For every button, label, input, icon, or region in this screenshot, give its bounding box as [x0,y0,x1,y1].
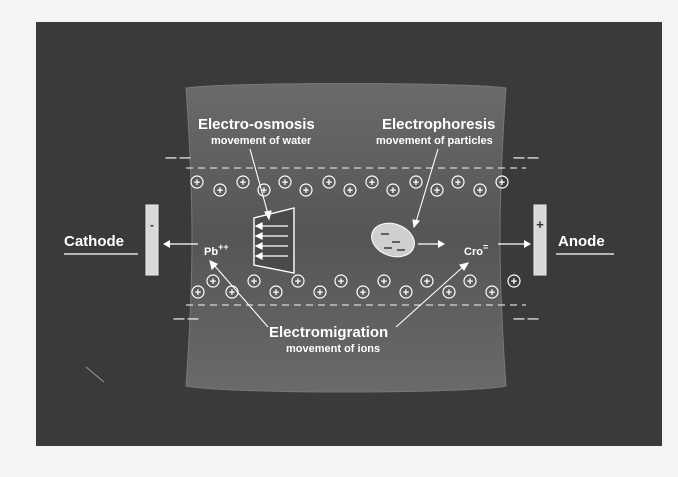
positive-ion [473,183,487,197]
cathode-electrode [145,204,159,276]
positive-ion-sign: + [195,287,201,299]
positive-ion-sign: + [194,177,200,189]
positive-ion-sign: + [282,177,288,189]
positive-ion-sign: + [303,185,309,197]
svg-text:— —: — — [173,313,198,325]
positive-ion [377,274,391,288]
positive-ion [278,175,292,189]
positive-ion [291,274,305,288]
positive-ion [247,274,261,288]
positive-ion-sign: + [499,177,505,189]
positive-ion-sign: + [434,185,440,197]
positive-ion [313,285,327,299]
anode-label: Anode [558,233,605,250]
anode-electrode [533,204,547,276]
positive-ion-sign: + [240,177,246,189]
particle-arrow [418,240,445,248]
positive-ion [409,175,423,189]
positive-ion [191,285,205,299]
positive-ion-sign: + [229,287,235,299]
positive-ion-sign: + [217,185,223,197]
positive-ion-sign: + [317,287,323,299]
positive-ion [386,183,400,197]
electromigration-title: Electromigration [269,324,388,341]
svg-text:— —: — — [165,152,190,164]
cathode-electrode-sign: - [150,218,154,232]
scratch-mark [85,366,105,383]
positive-ion [365,175,379,189]
positive-ion [463,274,477,288]
positive-ion [269,285,283,299]
positive-ion-sign: + [326,177,332,189]
electrokinetics-diagram: — — — — — — — — +++++++++++++++ ++++++++… [64,83,614,393]
positive-ion-sign: + [413,177,419,189]
pb-ion-label: Pb++ [204,242,229,258]
positive-ion-sign: + [477,185,483,197]
positive-ion-sign: + [511,276,517,288]
positive-ion [507,274,521,288]
positive-ion-sign: + [489,287,495,299]
positive-ion [356,285,370,299]
positive-ion-sign: + [251,276,257,288]
cro-ion-label: Cro= [464,242,488,258]
upper-right-wall-charges: — — [513,152,538,164]
positive-ion-sign: + [273,287,279,299]
particle-negative-charges [381,233,405,251]
positive-ion-sign: + [338,276,344,288]
positive-ion-sign: + [403,287,409,299]
electrophoresis-subtitle: movement of particles [376,135,493,147]
positive-ion [343,183,357,197]
positive-ion-sign: + [446,287,452,299]
positive-ion-sign: + [467,276,473,288]
positive-ion-sign: + [347,185,353,197]
positive-ion-sign: + [381,276,387,288]
positive-ion-sign: + [455,177,461,189]
positive-ion-sign: + [390,185,396,197]
water-flow-arrows [254,222,288,260]
positive-ion-sign: + [360,287,366,299]
anode-electrode-sign: + [536,217,544,232]
cathode-label: Cathode [64,233,124,250]
pore-channel [185,83,507,393]
diagram-photo: — — — — — — — — +++++++++++++++ ++++++++… [36,22,662,446]
pb-ion-arrow [163,240,198,248]
positive-ion [485,285,499,299]
positive-ions-top-row: + + + + + + + + + + + + + + + [190,175,509,197]
positive-ion [399,285,413,299]
lower-right-wall-charges: — — [513,313,538,325]
positive-ion [442,285,456,299]
positive-ion [257,183,271,197]
pointer-lines [209,148,470,328]
electro-osmosis-subtitle: movement of water [211,135,312,147]
positive-ion [236,175,250,189]
positive-ion-sign: + [295,276,301,288]
positive-ions-bottom-row: + + + + + + + + + + + + + + + + [191,274,521,299]
positive-ion [451,175,465,189]
positive-ion [213,183,227,197]
charged-particle [371,222,415,258]
lower-left-wall-charges: — — [173,313,198,325]
positive-ion [322,175,336,189]
positive-ion [430,183,444,197]
electrophoresis-title: Electrophoresis [382,116,495,133]
positive-ion [334,274,348,288]
positive-ion-sign: + [261,185,267,197]
positive-ion [190,175,204,189]
positive-ion [420,274,434,288]
water-flow-funnel [253,207,295,274]
upper-left-wall-charges: — — [165,152,190,164]
electromigration-subtitle: movement of ions [286,343,380,355]
svg-text:— —: — — [513,152,538,164]
positive-ion-sign: + [369,177,375,189]
positive-ion [495,175,509,189]
svg-text:— —: — — [513,313,538,325]
positive-ion-sign: + [424,276,430,288]
cro-ion-arrow [498,240,531,248]
positive-ion [206,274,220,288]
positive-ion-sign: + [210,276,216,288]
positive-ion [299,183,313,197]
electro-osmosis-title: Electro-osmosis [198,116,315,133]
